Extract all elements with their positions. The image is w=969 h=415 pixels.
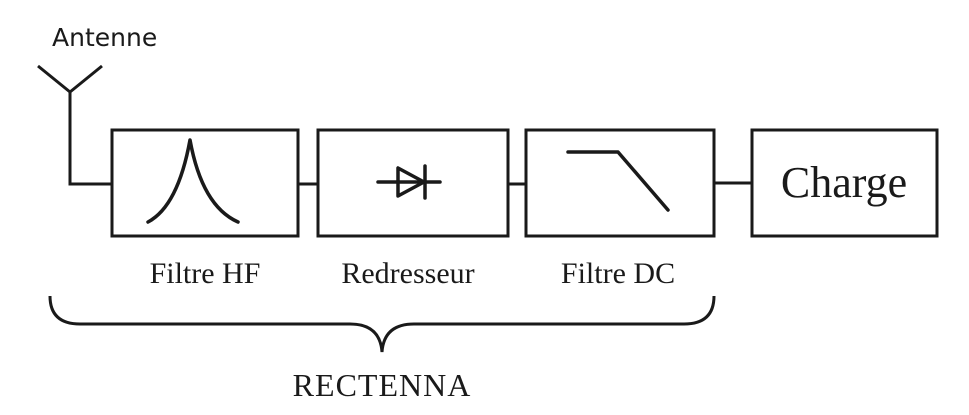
load-block	[750, 128, 939, 238]
rectifier-label: Redresseur	[341, 257, 474, 290]
dc-filter-label: Filtre DC	[561, 257, 675, 290]
load-label: Charge	[781, 158, 907, 207]
hf-filter-label: Filtre HF	[150, 257, 261, 290]
antenna-label: Antenne	[52, 23, 157, 52]
bandpass-filter-icon	[146, 138, 240, 224]
hf-filter-block	[110, 128, 300, 238]
diode-icon	[376, 164, 442, 200]
rectenna-label: RECTENNA	[293, 367, 472, 403]
dc-filter-block	[524, 128, 716, 238]
rectenna-brace	[48, 295, 716, 353]
lowpass-filter-icon	[566, 150, 670, 212]
antenna-icon	[37, 64, 112, 186]
